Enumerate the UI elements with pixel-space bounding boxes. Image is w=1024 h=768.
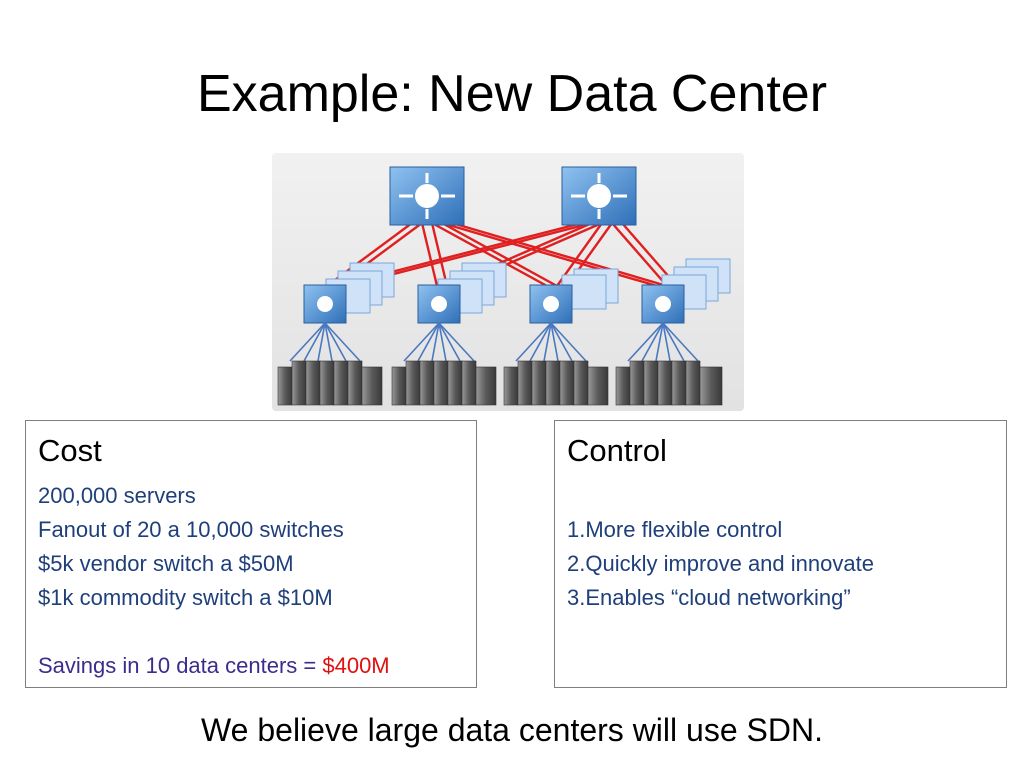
network-topology-diagram — [272, 153, 744, 411]
control-heading: Control — [567, 433, 667, 468]
aggregation-switch-group-2 — [417, 262, 507, 324]
control-list: 1.More flexible control 2.Quickly improv… — [567, 513, 874, 615]
slide-title: Example: New Data Center — [196, 65, 828, 123]
control-item-2: 2.Quickly improve and innovate — [567, 551, 874, 576]
savings-value: $400M — [322, 653, 390, 678]
slide-footer: We believe large data centers will use S… — [201, 712, 823, 748]
cost-line-servers: 200,000 servers — [38, 483, 196, 508]
server-rack-group-2 — [391, 360, 497, 406]
core-switch-right — [561, 166, 637, 226]
cost-line-commodity-switch: $1k commodity switch a $10M — [38, 585, 333, 610]
cost-savings-line: Savings in 10 data centers = $400M — [38, 649, 390, 683]
aggregation-switch-group-1 — [303, 262, 395, 324]
aggregation-switch-group-3 — [529, 268, 619, 324]
core-switch-left — [389, 166, 465, 226]
cost-lines: 200,000 servers Fanout of 20 a 10,000 sw… — [38, 479, 390, 683]
control-item-3: 3.Enables “cloud networking” — [567, 585, 851, 610]
control-item-1: 1.More flexible control — [567, 517, 783, 542]
server-rack-group-4 — [615, 360, 723, 406]
control-box: Control 1.More flexible control 2.Quickl… — [554, 420, 1007, 688]
cost-line-vendor-switch: $5k vendor switch a $50M — [38, 551, 294, 576]
cost-heading: Cost — [38, 433, 102, 468]
cost-box: Cost 200,000 servers Fanout of 20 a 10,0… — [25, 420, 477, 688]
aggregation-switch-group-4 — [641, 258, 731, 324]
server-rack-group-1 — [277, 360, 383, 406]
savings-label: Savings in 10 data centers = — [38, 653, 323, 678]
server-links — [289, 322, 699, 362]
server-rack-group-3 — [503, 360, 609, 406]
cost-line-fanout: Fanout of 20 a 10,000 switches — [38, 517, 344, 542]
